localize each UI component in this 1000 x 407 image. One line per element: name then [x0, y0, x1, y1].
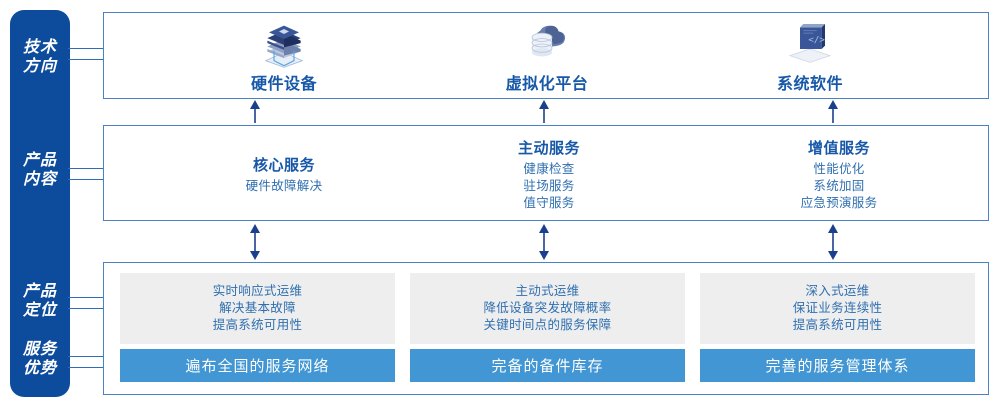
content-column-title: 主动服务: [517, 139, 580, 157]
content-column-title: 增值服务: [807, 139, 870, 157]
arrow-double-proactive: [539, 224, 549, 260]
laptop-code-icon: </>: [788, 24, 832, 63]
content-column-core-service[interactable]: 核心服务 硬件故障解决: [174, 126, 394, 222]
connector-advantage-lower: [68, 367, 104, 368]
advantage-bar-spare-parts[interactable]: 完备的备件库存: [410, 349, 685, 382]
rail-item-product-content[interactable]: 产品 内容: [10, 151, 70, 189]
content-column-line: 值守服务: [523, 195, 575, 210]
positioning-line: 实时响应式运维: [212, 284, 303, 298]
positioning-line: 提高系统可用性: [792, 318, 883, 332]
positioning-line: 保证业务连续性: [792, 301, 883, 315]
tech-column-label: 系统软件: [776, 76, 843, 93]
content-column-title: 核心服务: [252, 156, 315, 174]
positioning-line: 解决基本故障: [219, 301, 296, 315]
positioning-box-realtime[interactable]: 实时响应式运维 解决基本故障 提高系统可用性: [120, 273, 395, 344]
arrow-double-core: [250, 224, 260, 260]
tech-column-system-software[interactable]: </> 系统软件: [720, 13, 900, 100]
tech-column-label: 虚拟化平台: [505, 76, 589, 93]
positioning-line: 关键时间点的服务保障: [483, 318, 612, 332]
content-column-line: 应急预演服务: [800, 195, 878, 210]
svg-text:</>: </>: [808, 34, 825, 45]
advantage-bar-label: 完善的服务管理体系: [765, 358, 910, 375]
connector-content-lower: [68, 179, 104, 180]
connector-advantage-upper: [68, 356, 104, 357]
tech-direction-panel: 硬件设备 虚拟化平台 </>: [103, 12, 989, 99]
content-column-proactive-service[interactable]: 主动服务 健康检查 驻场服务 值守服务: [439, 126, 659, 222]
arrow-up-system-software: [828, 100, 838, 123]
arrow-double-value-added: [828, 224, 838, 260]
positioning-line: 提高系统可用性: [212, 318, 303, 332]
tech-column-label: 硬件设备: [250, 76, 317, 93]
product-content-panel: 核心服务 硬件故障解决 主动服务 健康检查 驻场服务 值守服务 增值服务 性能优…: [103, 125, 989, 221]
content-column-line: 性能优化: [813, 161, 865, 176]
advantage-bar-label: 完备的备件库存: [491, 358, 604, 375]
rail-label-line2: 内容: [22, 171, 57, 188]
rail-label-line2: 定位: [22, 302, 57, 319]
content-column-line: 健康检查: [523, 161, 575, 176]
positioning-line: 深入式运维: [805, 284, 870, 298]
connector-content-upper: [68, 168, 104, 169]
cloud-database-icon: [531, 25, 566, 57]
advantage-bar-label: 遍布全国的服务网络: [185, 358, 330, 375]
tech-column-hardware[interactable]: 硬件设备: [194, 13, 374, 100]
arrow-up-hardware: [250, 100, 260, 123]
positioning-line: 降低设备突发故障概率: [483, 301, 612, 315]
arrow-up-virtualization: [539, 100, 549, 123]
connector-position-lower: [68, 308, 104, 309]
rail-label-line2: 优势: [22, 360, 57, 377]
positioning-box-proactive[interactable]: 主动式运维 降低设备突发故障概率 关键时间点的服务保障: [410, 273, 685, 344]
content-column-line: 系统加固: [813, 178, 865, 193]
rail-label-line1: 产品: [22, 152, 57, 169]
positioning-box-indepth[interactable]: 深入式运维 保证业务连续性 提高系统可用性: [700, 273, 975, 344]
connector-position-upper: [68, 297, 104, 298]
connector-tech-lower: [68, 59, 104, 60]
connector-tech-upper: [68, 48, 104, 49]
rail-label-line1: 技术: [22, 39, 57, 56]
advantage-bar-service-network[interactable]: 遍布全国的服务网络: [120, 349, 395, 382]
tech-column-virtualization[interactable]: 虚拟化平台: [457, 13, 637, 100]
rail-label-line1: 产品: [22, 283, 57, 300]
positioning-line: 主动式运维: [515, 284, 580, 298]
content-column-line: 硬件故障解决: [245, 178, 323, 193]
content-column-value-added-service[interactable]: 增值服务 性能优化 系统加固 应急预演服务: [729, 126, 949, 222]
rail-item-tech-direction[interactable]: 技术 方向: [10, 38, 70, 76]
rail-item-product-position[interactable]: 产品 定位: [10, 282, 70, 320]
category-rail: 技术 方向 产品 内容 产品 定位 服务 优势: [10, 10, 70, 397]
content-column-line: 驻场服务: [523, 178, 575, 193]
positioning-advantage-panel: 实时响应式运维 解决基本故障 提高系统可用性 遍布全国的服务网络 主动式运维 降…: [103, 262, 989, 395]
rail-item-service-advantage[interactable]: 服务 优势: [10, 340, 70, 378]
server-stack-icon: [264, 25, 304, 68]
advantage-bar-management-system[interactable]: 完善的服务管理体系: [700, 349, 975, 382]
rail-label-line1: 服务: [22, 341, 57, 358]
rail-label-line2: 方向: [22, 58, 57, 75]
